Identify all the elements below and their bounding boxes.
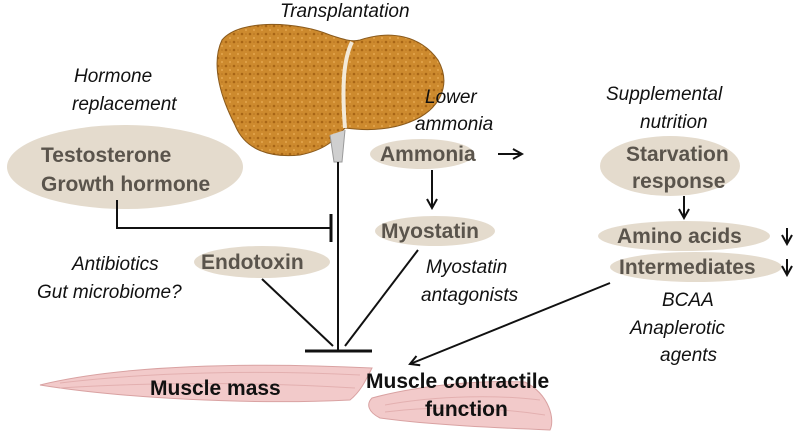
node-intermediates: Intermediates — [619, 256, 756, 279]
label-lower-ammonia-2: ammonia — [415, 114, 493, 135]
node-myostatin: Myostatin — [381, 220, 479, 243]
label-muscle-contractile-1: Muscle contractile — [366, 370, 549, 393]
label-myostatin-antagonists-1: Myostatin — [426, 257, 507, 278]
node-endotoxin: Endotoxin — [201, 251, 304, 274]
connector-lines — [116, 154, 787, 364]
myostatin-oval — [375, 216, 495, 246]
label-hormone-1: Hormone — [74, 66, 152, 87]
node-amino-acids: Amino acids — [617, 225, 742, 248]
italic-labels: Transplantation Hormone replacement Lowe… — [37, 1, 726, 366]
label-myostatin-antagonists-2: antagonists — [421, 285, 519, 306]
endotoxin-line — [261, 278, 334, 347]
label-transplantation: Transplantation — [280, 1, 410, 22]
muscle-illustration — [39, 364, 553, 431]
endotoxin-oval — [194, 246, 330, 278]
intermediates-oval — [610, 252, 782, 282]
label-hormone-2: replacement — [72, 94, 177, 115]
ammonia-oval — [370, 139, 474, 169]
testosterone-oval — [7, 125, 243, 209]
myostatin-line — [344, 249, 419, 347]
nutrition-to-muscle-arrow — [410, 282, 611, 364]
node-labels: Testosterone Growth hormone Ammonia Myos… — [41, 143, 756, 279]
label-anaplerotic: Anaplerotic — [629, 318, 726, 339]
label-antibiotics: Antibiotics — [71, 254, 159, 275]
label-muscle-contractile-2: function — [425, 398, 508, 421]
label-supplemental-1: Supplemental — [606, 84, 723, 105]
node-testosterone: Testosterone — [41, 144, 171, 167]
label-muscle-mass: Muscle mass — [150, 377, 281, 400]
label-gut-microbiome: Gut microbiome? — [37, 282, 182, 303]
node-starvation: Starvation — [626, 143, 729, 166]
label-lower-ammonia-1: Lower — [425, 87, 477, 108]
starvation-oval — [600, 136, 740, 196]
label-agents: agents — [660, 345, 718, 366]
node-growth-hormone: Growth hormone — [41, 173, 210, 196]
outcome-labels: Muscle mass Muscle contractile function — [150, 370, 549, 421]
hormone-inhibition-line — [116, 200, 330, 229]
node-response: response — [632, 170, 725, 193]
liver-illustration — [216, 23, 445, 163]
label-bcaa: BCAA — [662, 290, 714, 311]
label-supplemental-2: nutrition — [640, 112, 708, 133]
amino-acids-oval — [598, 221, 770, 251]
node-ammonia: Ammonia — [380, 143, 476, 166]
